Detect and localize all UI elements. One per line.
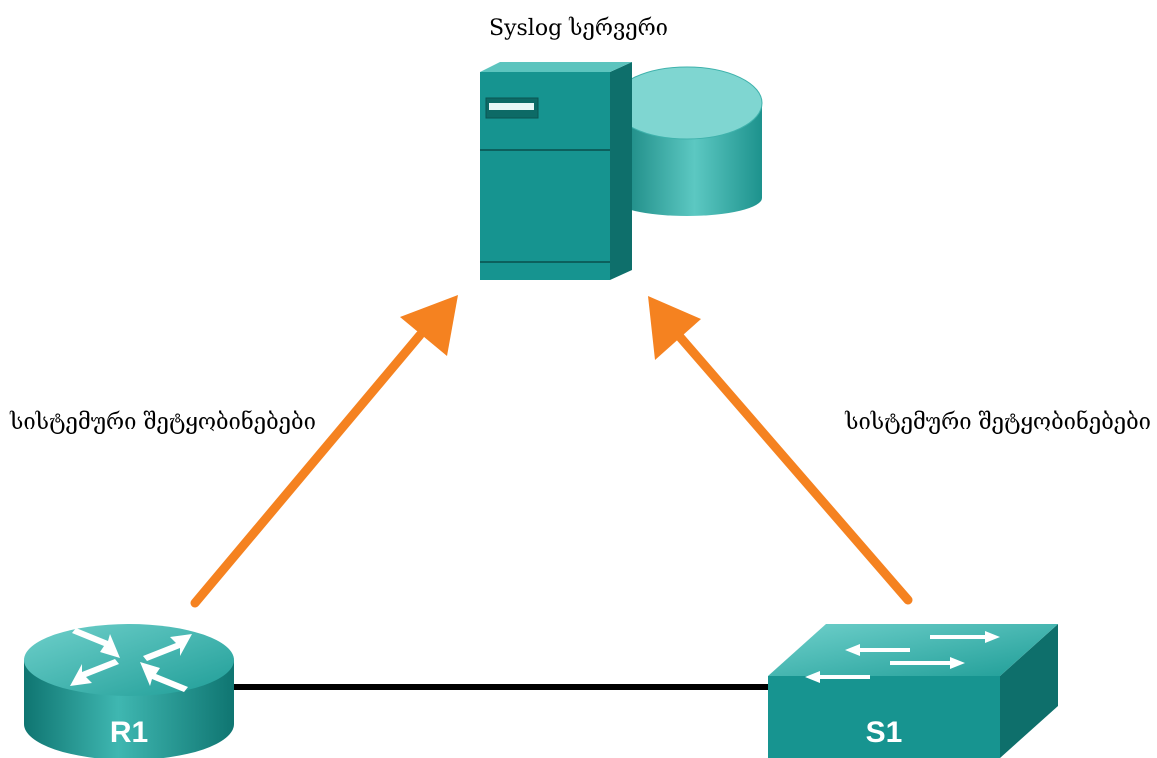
router-icon: R1 (24, 624, 234, 758)
switch-icon: S1 (768, 624, 1058, 758)
right-message-arrow (648, 296, 913, 605)
left-message-label: სისტემური შეტყობინებები (10, 410, 316, 435)
switch-label: S1 (866, 716, 903, 749)
left-message-arrow (190, 295, 458, 608)
server-label: Syslog სერვერი (489, 16, 668, 41)
server-with-disk-icon (480, 62, 763, 280)
router-label: R1 (110, 716, 148, 749)
right-message-label: სისტემური შეტყობინებები (845, 410, 1151, 435)
